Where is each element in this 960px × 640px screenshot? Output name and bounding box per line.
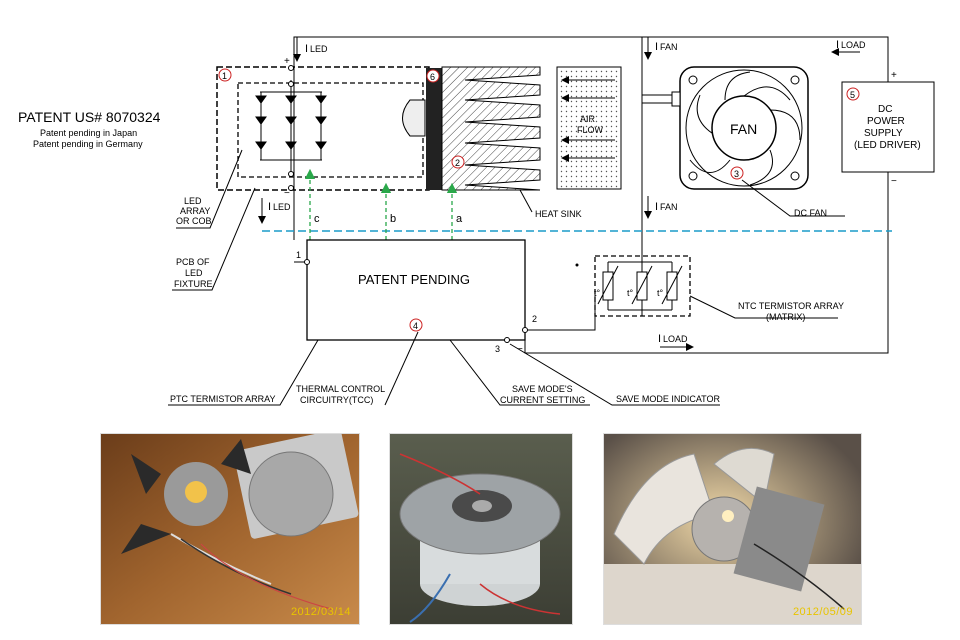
- ntc-resistors: [598, 262, 682, 310]
- plus-led: +: [284, 56, 290, 67]
- photo-2: [389, 433, 573, 625]
- photo-3: 2012/05/09: [603, 433, 862, 625]
- num-5: 5: [850, 90, 855, 100]
- air-flow-label-2: FLOW: [577, 125, 604, 135]
- i-letter-fan-top: I: [655, 41, 658, 53]
- led-diodes: [256, 80, 326, 173]
- photo-1: 2012/03/14: [100, 433, 360, 625]
- fan-label: FAN: [730, 121, 757, 137]
- save-indicator-label: SAVE MODE INDICATOR: [616, 394, 721, 404]
- save-current-label-2: CURRENT SETTING: [500, 395, 585, 405]
- led-array-label-3: OR COB: [176, 216, 212, 226]
- circuit-diagram: PATENT US# 8070324 Patent pending in Jap…: [0, 0, 960, 425]
- ntc-label-2: (MATRIX): [766, 312, 805, 322]
- tcc-label-2: CIRCUITRY(TCC): [300, 395, 373, 405]
- i-led-bottom-label: LED: [273, 202, 291, 212]
- ntc-t-3: t°: [657, 288, 664, 298]
- pcb-label-3: FIXTURE: [174, 279, 213, 289]
- minus-led: −: [284, 188, 290, 199]
- num-1: 1: [222, 71, 227, 81]
- i-letter-fan-bottom: I: [655, 201, 658, 213]
- photo-3-date: 2012/05/09: [793, 606, 853, 618]
- patent-japan: Patent pending in Japan: [40, 128, 137, 138]
- i-letter-load-bottom: I: [658, 333, 661, 345]
- pcb-label-2: LED: [185, 268, 203, 278]
- patent-pending-label: PATENT PENDING: [358, 272, 470, 287]
- signal-b: b: [390, 213, 396, 225]
- air-flow-label-1: AIR: [580, 114, 596, 124]
- i-fan-bottom-label: FAN: [660, 202, 678, 212]
- minus-ps: −: [891, 176, 897, 187]
- ntc-label-1: NTC TERMISTOR ARRAY: [738, 301, 844, 311]
- plus-ps: +: [891, 70, 897, 81]
- ps-line-3: SUPPLY: [864, 128, 903, 139]
- ptc-label: PTC TERMISTOR ARRAY: [170, 394, 276, 404]
- ps-line-4: (LED DRIVER): [854, 140, 921, 151]
- heat-sink-label: HEAT SINK: [535, 209, 582, 219]
- pin-3: 3: [495, 344, 500, 354]
- i-led-top-label: LED: [310, 44, 328, 54]
- i-letter-led-bottom: I: [268, 201, 271, 213]
- num-6: 6: [430, 72, 435, 82]
- num-3: 3: [734, 169, 739, 179]
- i-fan-top-label: FAN: [660, 42, 678, 52]
- signal-a: a: [456, 213, 463, 225]
- tcc-label-1: THERMAL CONTROL: [296, 384, 385, 394]
- num-2: 2: [455, 158, 460, 168]
- patent-number: PATENT US# 8070324: [18, 109, 161, 125]
- i-letter-load-top: I: [836, 39, 839, 51]
- lens: [403, 100, 426, 136]
- i-load-bottom-label: LOAD: [663, 334, 688, 344]
- num-4: 4: [413, 321, 418, 331]
- patent-germany: Patent pending in Germany: [33, 139, 143, 149]
- ps-line-2: POWER: [867, 116, 905, 127]
- photo-1-date: 2012/03/14: [291, 606, 351, 618]
- ntc-t-1: t°: [594, 288, 601, 298]
- ps-line-1: DC: [878, 104, 892, 115]
- pin-2: 2: [532, 314, 537, 324]
- i-letter-led-top: I: [305, 43, 308, 55]
- pin-1: 1: [296, 250, 301, 260]
- signal-c: c: [314, 213, 320, 225]
- led-fixture-outline: [217, 67, 429, 190]
- led-array-label-2: ARRAY: [180, 206, 210, 216]
- thermal-pad: [426, 68, 442, 190]
- pcb-label-1: PCB OF: [176, 257, 210, 267]
- save-current-label-1: SAVE MODE'S: [512, 384, 573, 394]
- ntc-t-2: t°: [627, 288, 634, 298]
- led-array-label-1: LED: [184, 196, 202, 206]
- dc-fan-label: DC FAN: [794, 208, 827, 218]
- i-load-top-label: LOAD: [841, 40, 866, 50]
- heat-sink: [442, 67, 540, 190]
